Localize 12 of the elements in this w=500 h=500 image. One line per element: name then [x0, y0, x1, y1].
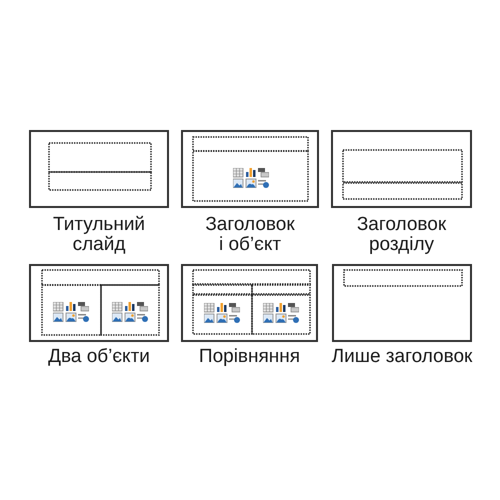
- slide-thumbnail: [332, 264, 472, 342]
- layout-name: Титульний слайд: [52, 215, 146, 255]
- layout-name: Два об’єкти: [48, 347, 150, 367]
- layout-name: Лише заголовок: [332, 347, 472, 367]
- slide-thumbnail: [29, 130, 169, 208]
- slide-thumbnail: [331, 130, 472, 208]
- layout-name: Порівняння: [198, 347, 300, 367]
- slide-thumbnail: [181, 130, 319, 208]
- slide-thumbnail: [29, 264, 169, 342]
- layout-name: Заголовок розділу: [356, 215, 446, 255]
- slide-thumbnail: [181, 264, 318, 342]
- layout-name: Заголовок і об’єкт: [205, 215, 295, 255]
